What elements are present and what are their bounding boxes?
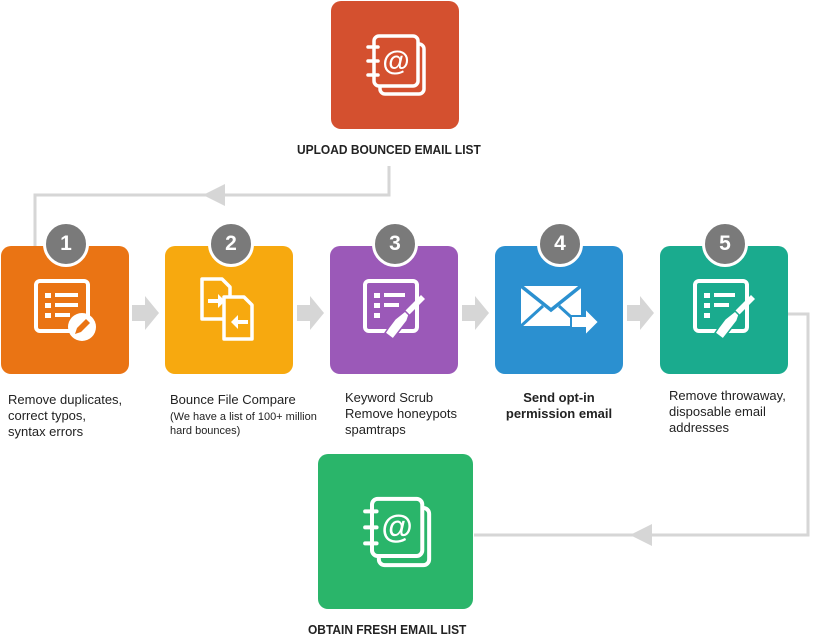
arrow-left-bottom bbox=[630, 524, 652, 546]
caption-line: Bounce File Compare bbox=[170, 392, 296, 407]
step-3-caption: Keyword Scrub Remove honeypots spamtraps bbox=[345, 390, 457, 438]
address-book-icon: @ bbox=[366, 34, 426, 96]
step-1-box bbox=[1, 246, 129, 374]
caption-line: correct typos, bbox=[8, 408, 87, 423]
step-5-caption: Remove throwaway, disposable email addre… bbox=[669, 388, 786, 436]
arrow-right-3 bbox=[462, 296, 489, 330]
step-2-caption: Bounce File Compare (We have a list of 1… bbox=[170, 392, 317, 438]
step-1-caption: Remove duplicates, correct typos, syntax… bbox=[8, 392, 122, 440]
file-compare-icon bbox=[200, 277, 254, 341]
step-4-caption: Send opt-in permission email bbox=[495, 390, 623, 422]
step-5-number: 5 bbox=[702, 221, 748, 267]
arrow-right-1 bbox=[132, 296, 159, 330]
step-3-number: 3 bbox=[372, 221, 418, 267]
step-2-number: 2 bbox=[208, 221, 254, 267]
caption-line: Remove throwaway, bbox=[669, 388, 786, 403]
upload-list-box: @ bbox=[331, 1, 459, 129]
arrow-right-2 bbox=[297, 296, 324, 330]
caption-line: spamtraps bbox=[345, 422, 406, 437]
list-scrub-icon bbox=[363, 279, 425, 341]
step-4-box bbox=[495, 246, 623, 374]
svg-text:@: @ bbox=[382, 45, 409, 76]
list-scrub-icon bbox=[693, 279, 755, 341]
caption-line: syntax errors bbox=[8, 424, 84, 439]
step-1-number: 1 bbox=[43, 221, 89, 267]
caption-line: Remove duplicates, bbox=[8, 392, 123, 407]
arrow-left-top bbox=[203, 184, 225, 206]
fresh-list-box: @ bbox=[318, 454, 473, 609]
list-edit-icon bbox=[34, 279, 96, 341]
caption-note: hard bounces) bbox=[170, 425, 241, 437]
caption-line: disposable email bbox=[669, 404, 766, 419]
caption-line: Send opt-in bbox=[523, 390, 595, 405]
caption-note: (We have a list of 100+ million bbox=[170, 411, 317, 423]
caption-line: addresses bbox=[669, 420, 729, 435]
step-4-number: 4 bbox=[537, 221, 583, 267]
step-2-box bbox=[165, 246, 293, 374]
upload-list-title: UPLOAD BOUNCED EMAIL LIST bbox=[297, 142, 481, 157]
step-5-box bbox=[660, 246, 788, 374]
caption-line: Keyword Scrub bbox=[345, 390, 434, 405]
address-book-icon: @ bbox=[362, 496, 431, 567]
svg-text:@: @ bbox=[381, 508, 412, 544]
fresh-list-title: OBTAIN FRESH EMAIL LIST bbox=[308, 622, 467, 637]
arrow-right-4 bbox=[627, 296, 654, 330]
caption-line: Remove honeypots bbox=[345, 406, 458, 421]
caption-line: permission email bbox=[505, 406, 613, 421]
send-email-icon bbox=[519, 284, 601, 339]
step-3-box bbox=[330, 246, 458, 374]
